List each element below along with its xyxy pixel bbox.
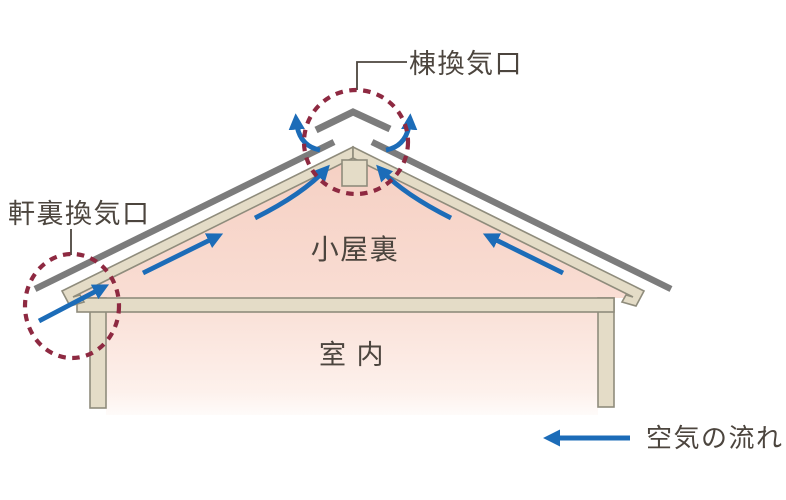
airflow-arrow-left-upper xyxy=(253,164,330,221)
roof-surface xyxy=(33,108,673,292)
label-room: 室 内 xyxy=(319,340,385,370)
ridge-vent-block xyxy=(341,159,368,187)
ridge-leader-line xyxy=(356,61,407,90)
right-wall xyxy=(597,297,615,408)
room-area xyxy=(106,312,598,415)
vent-highlights xyxy=(22,87,411,361)
house-structure xyxy=(60,145,646,409)
interior-areas xyxy=(70,158,636,415)
attic-area xyxy=(70,158,636,298)
airflow-arrow-right-mid xyxy=(482,233,565,276)
label-ridge-vent: 棟換気口 xyxy=(409,49,523,79)
airflow-arrow-exit-right xyxy=(385,113,418,153)
label-airflow-legend: 空気の流れ xyxy=(646,423,784,453)
leader-lines xyxy=(70,61,407,255)
roof-surface-right xyxy=(370,139,673,292)
roof-deck-right xyxy=(352,145,646,307)
airflow-arrow-right-upper xyxy=(376,164,453,221)
ceiling-band xyxy=(76,297,615,313)
label-eave-vent: 軒裏換気口 xyxy=(8,199,151,229)
airflow-arrow-left-mid xyxy=(141,233,224,276)
vent-circle-ridge xyxy=(301,87,411,197)
ridge-cap xyxy=(314,108,392,134)
vent-circle-eave xyxy=(22,251,122,361)
label-attic: 小屋裏 xyxy=(311,234,400,265)
airflow-arrows xyxy=(37,113,630,447)
labels: 棟換気口 軒裏換気口 小屋裏 室 内 空気の流れ xyxy=(8,49,784,453)
airflow-arrow-eave-entry xyxy=(37,284,110,324)
roof-surface-left xyxy=(33,139,336,292)
airflow-arrow-exit-left xyxy=(288,113,321,153)
